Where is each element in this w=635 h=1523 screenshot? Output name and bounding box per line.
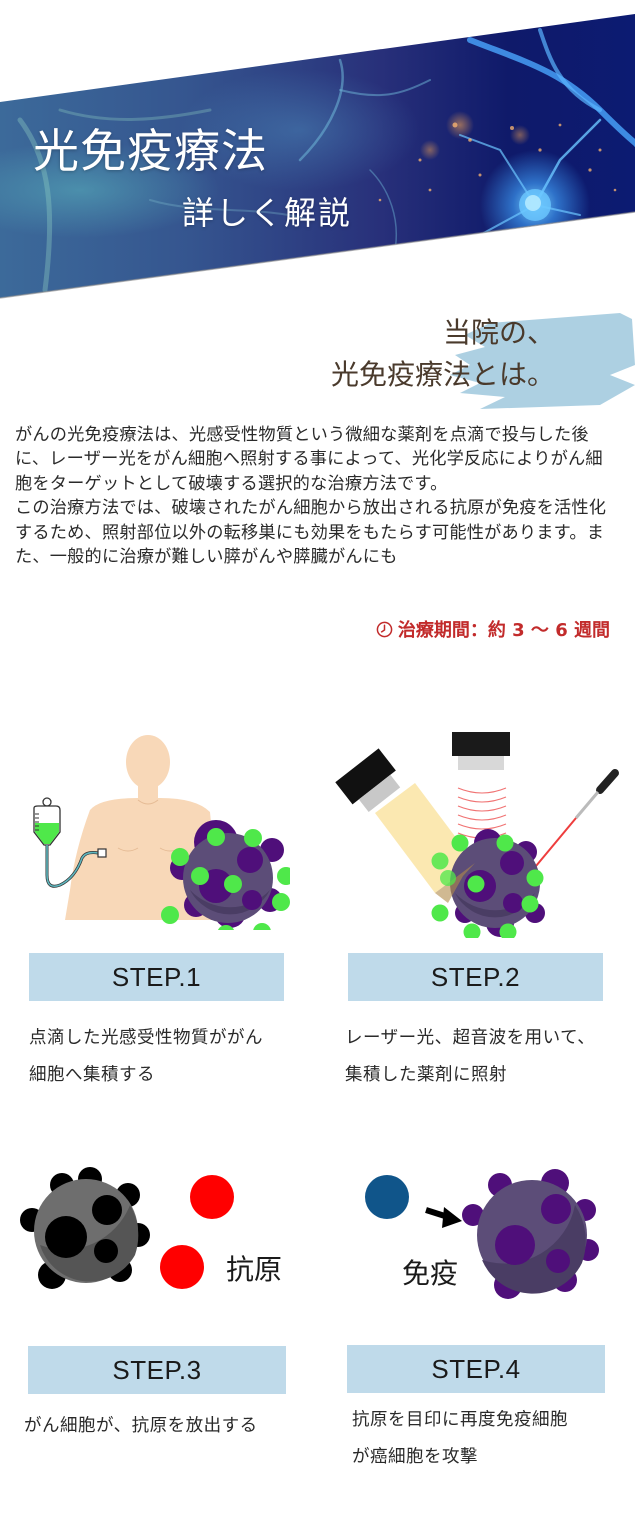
step2-desc-line2: 集積した薬剤に照射	[345, 1065, 507, 1085]
brush-stroke-decoration	[450, 313, 635, 409]
section-heading: 当院の、 光免疫療法とは。	[331, 312, 555, 396]
step1-description: 点滴した光感受性物質ががん 細胞へ集積する	[29, 1020, 263, 1094]
step3-description: がん細胞が、抗原を放出する	[24, 1408, 258, 1445]
intro-paragraph-1: がんの光免疫療法は、光感受性物質という微細な薬剤を点滴で投与した後に、レーザー光…	[15, 425, 603, 494]
step1-desc-line2: 細胞へ集積する	[29, 1065, 155, 1085]
step1-desc-line1: 点滴した光感受性物質ががん	[29, 1028, 263, 1048]
hero-banner: 光免疫療法 詳しく解説	[0, 14, 635, 298]
treatment-period-label: 治療期間：約 3 〜 6 週間	[397, 620, 610, 641]
light-beam-icon	[375, 783, 475, 893]
ultrasound-probe-icon	[452, 732, 510, 770]
step2-illustration	[335, 732, 619, 938]
antigen-tag: 抗原	[226, 1253, 283, 1286]
hero-title: 光免疫療法	[33, 124, 268, 178]
treatment-period: 治療期間：約 3 〜 6 週間	[376, 616, 610, 642]
step4-illustration	[365, 1169, 599, 1299]
cancer-cell-icon	[161, 820, 290, 930]
step2-description: レーザー光、超音波を用いて、 集積した薬剤に照射	[345, 1020, 595, 1094]
iv-drip-icon	[33, 797, 107, 888]
laser-pointer-icon	[525, 769, 619, 879]
intro-text: がんの光免疫療法は、光感受性物質という微細な薬剤を点滴で投与した後に、レーザー光…	[15, 423, 620, 569]
light-source-icon	[335, 748, 401, 813]
step4-desc-line1: 抗原を目印に再度免疫細胞	[352, 1410, 568, 1430]
hero-subtitle: 詳しく解説	[182, 194, 353, 232]
step2-desc-line1: レーザー光、超音波を用いて、	[345, 1028, 596, 1048]
section-heading-line1: 当院の、	[442, 316, 555, 349]
clock-icon	[376, 621, 393, 637]
intro-paragraph-2: この治療方法では、破壊されたがん細胞から放出される抗原が免疫を活性化するため、照…	[15, 498, 607, 568]
immune-tag: 免疫	[402, 1257, 459, 1290]
step3-desc-line1: がん細胞が、抗原を放出する	[24, 1416, 258, 1436]
step4-label: STEP.4	[347, 1345, 605, 1393]
step4-description: 抗原を目印に再度免疫細胞 が癌細胞を攻撃	[352, 1402, 568, 1476]
antigen-icon	[160, 1245, 204, 1289]
destroyed-cancer-cell-icon	[20, 1167, 150, 1289]
step3-label: STEP.3	[28, 1346, 286, 1394]
antigen-icon	[190, 1175, 234, 1219]
antigen-icons	[160, 1175, 234, 1289]
section-heading-line2: 光免疫療法とは。	[330, 358, 555, 391]
immune-cell-icon	[365, 1175, 409, 1219]
arrow-right-icon	[425, 1207, 462, 1228]
cancer-cell-icon	[462, 1169, 599, 1299]
step4-desc-line2: が癌細胞を攻撃	[352, 1447, 478, 1467]
cancer-cell-icon	[431, 829, 545, 938]
step2-label: STEP.2	[348, 953, 603, 1001]
step1-illustration	[33, 735, 290, 930]
step1-label: STEP.1	[29, 953, 284, 1001]
step3-illustration	[20, 1167, 150, 1289]
